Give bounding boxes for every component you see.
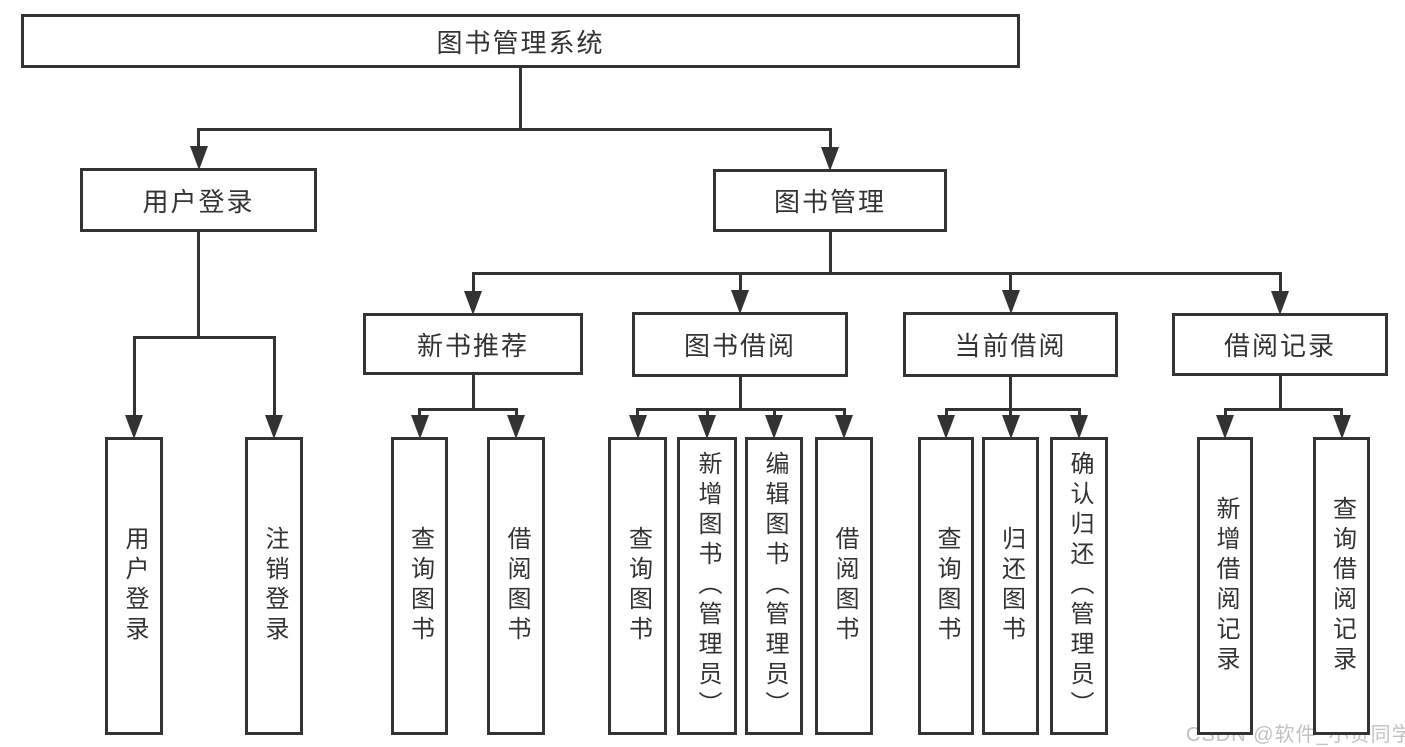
node-label-cb-confirm-return-admin: 确认归还（管理员）: [1066, 451, 1093, 721]
node-label-bb-query-books: 查询图书: [624, 526, 652, 646]
node-label-rec-query-borrow-record: 查询借阅记录: [1328, 496, 1356, 676]
edge-line: [636, 408, 639, 419]
node-rec-add-borrow-record: 新增借阅记录: [1197, 437, 1253, 735]
edge-line: [842, 408, 846, 419]
node-rec-query-borrow-record: 查询借阅记录: [1313, 437, 1370, 735]
node-label-rec-add-borrow-record: 新增借阅记录: [1212, 496, 1239, 676]
arrow-down-icon: [628, 415, 647, 439]
edge-line: [1278, 376, 1282, 411]
edge-line: [1223, 408, 1227, 419]
node-label-borrow-records: 借阅记录: [1223, 331, 1336, 361]
node-label-nbr-query-books: 查询图书: [406, 526, 434, 646]
node-label-nbr-borrow-books: 借阅图书: [503, 526, 530, 646]
node-cb-query-books: 查询图书: [918, 437, 974, 735]
node-login-branch: 用户登录: [80, 168, 317, 232]
edge-line: [418, 408, 421, 419]
arrow-down-icon: [731, 290, 749, 314]
node-label-current-borrow: 当前借阅: [954, 331, 1067, 361]
edge-line: [944, 408, 1081, 411]
node-book-borrow: 图书借阅: [632, 312, 848, 377]
edge-line: [944, 408, 948, 419]
edge-line: [738, 377, 742, 411]
edge-line: [519, 68, 522, 131]
node-label-root: 图书管理系统: [436, 27, 605, 58]
arrow-down-icon: [1271, 291, 1289, 315]
arrow-down-icon: [189, 146, 208, 170]
arrow-down-icon: [1001, 415, 1020, 439]
edge-line: [197, 232, 200, 339]
node-cb-return-books: 归还图书: [982, 437, 1039, 735]
node-nbr-query-books: 查询图书: [391, 437, 448, 735]
arrow-down-icon: [937, 415, 955, 439]
arrow-down-icon: [507, 415, 525, 439]
edge-line: [197, 128, 832, 131]
arrow-down-icon: [265, 415, 283, 439]
node-logout: 注销登录: [245, 437, 303, 735]
edge-line: [1009, 408, 1012, 419]
edge-line: [197, 128, 200, 150]
node-borrow-records: 借阅记录: [1172, 313, 1388, 376]
node-nbr-borrow-books: 借阅图书: [487, 437, 545, 735]
node-bb-query-books: 查询图书: [608, 437, 667, 735]
edge-line: [828, 128, 832, 151]
edge-line: [132, 336, 136, 419]
edge-line: [514, 408, 518, 419]
edge-line: [1077, 408, 1081, 419]
node-label-book-borrow: 图书借阅: [683, 331, 796, 361]
edge-line: [272, 336, 276, 419]
arrow-down-icon: [835, 415, 853, 439]
node-label-cb-query-books: 查询图书: [933, 526, 960, 646]
edge-line: [1278, 272, 1282, 295]
edge-line: [772, 408, 776, 419]
node-book-mgmt: 图书管理: [713, 169, 947, 232]
arrow-down-icon: [1216, 415, 1234, 439]
edge-line: [705, 408, 709, 419]
node-bb-add-books-admin: 新增图书（管理员）: [677, 437, 737, 735]
edge-line: [1009, 377, 1012, 411]
edge-line: [418, 408, 518, 411]
arrow-down-icon: [125, 415, 143, 439]
edge-line: [636, 408, 846, 411]
node-bb-edit-books-admin: 编辑图书（管理员）: [745, 437, 803, 735]
edge-line: [132, 336, 276, 339]
arrow-down-icon: [464, 291, 482, 315]
node-label-new-book-rec: 新书推荐: [416, 330, 529, 361]
edge-line: [471, 375, 475, 411]
node-current-borrow: 当前借阅: [903, 312, 1118, 377]
arrow-down-icon: [765, 415, 783, 439]
node-label-user-login: 用户登录: [121, 526, 148, 646]
node-bb-borrow-books: 借阅图书: [815, 437, 873, 735]
edge-line: [471, 272, 1282, 275]
edge-line: [1009, 272, 1012, 294]
arrow-down-icon: [410, 415, 429, 439]
node-label-book-mgmt: 图书管理: [773, 187, 886, 217]
arrow-down-icon: [1070, 415, 1088, 439]
node-root: 图书管理系统: [21, 14, 1020, 68]
node-user-login: 用户登录: [105, 437, 163, 735]
node-label-bb-borrow-books: 借阅图书: [831, 526, 858, 646]
edge-line: [1223, 408, 1343, 411]
arrow-down-icon: [821, 147, 839, 171]
node-label-logout: 注销登录: [261, 526, 288, 646]
arrow-down-icon: [1001, 290, 1020, 314]
edge-line: [1340, 408, 1343, 419]
arrow-down-icon: [698, 415, 716, 439]
node-new-book-rec: 新书推荐: [363, 313, 583, 375]
node-label-cb-return-books: 归还图书: [997, 526, 1025, 646]
arrow-down-icon: [1332, 415, 1351, 439]
edge-line: [471, 272, 475, 295]
edge-line: [828, 232, 832, 275]
node-label-bb-add-books-admin: 新增图书（管理员）: [694, 451, 721, 721]
node-cb-confirm-return-admin: 确认归还（管理员）: [1050, 437, 1108, 735]
node-label-login-branch: 用户登录: [142, 186, 255, 217]
node-label-bb-edit-books-admin: 编辑图书（管理员）: [761, 451, 788, 721]
edge-line: [738, 272, 742, 294]
